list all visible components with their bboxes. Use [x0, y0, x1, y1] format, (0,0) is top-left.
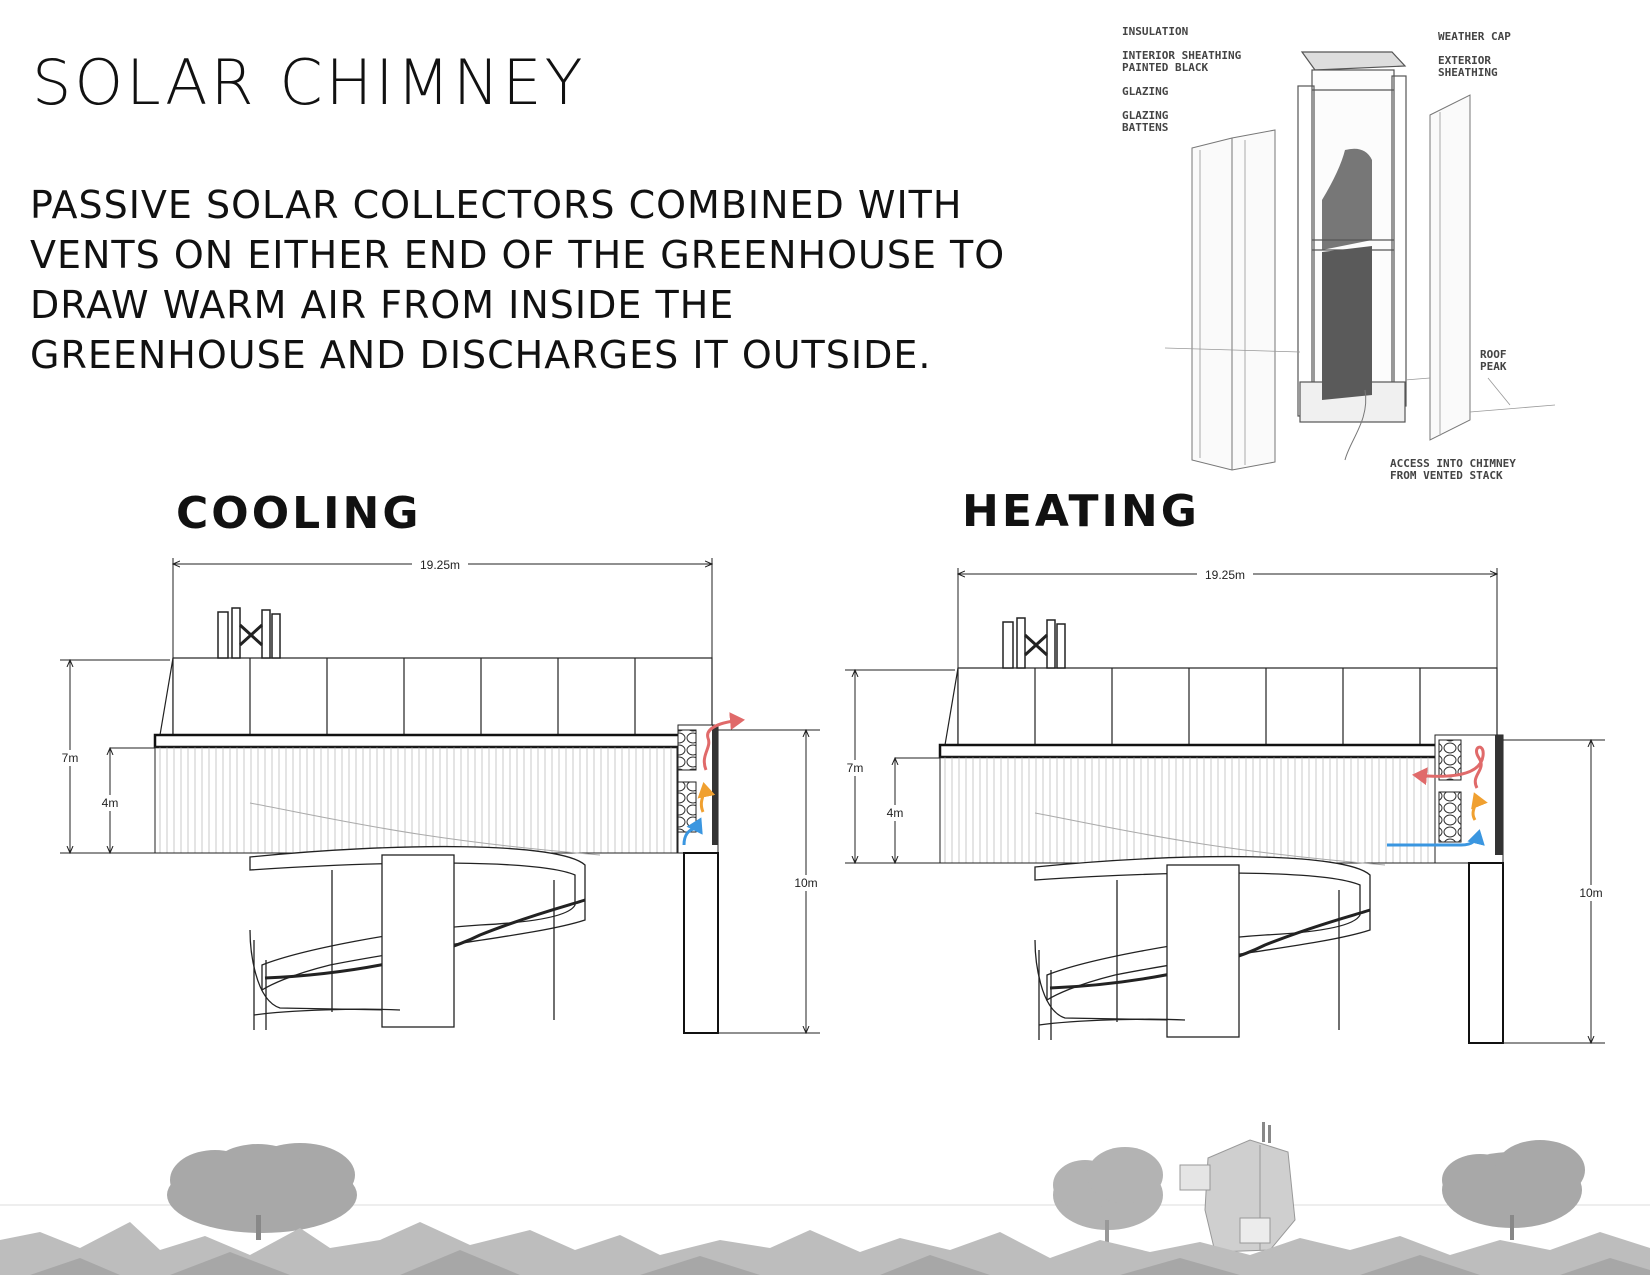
label-glazing-battens-2: BATTENS: [1122, 121, 1168, 134]
cooling-dim-10m: 10m: [794, 876, 817, 890]
tree-right: [1442, 1140, 1585, 1240]
description-text: PASSIVE SOLAR COLLECTORS COMBINED WITH V…: [30, 183, 1006, 377]
heating-spiral-stair: [1034, 855, 1371, 1040]
heating-section: 19.25m: [843, 566, 1607, 1044]
cooling-airflow-arrows: [682, 712, 745, 846]
heating-roof-slab: [938, 743, 1470, 759]
building-silhouette: [1179, 1122, 1296, 1253]
cooling-spiral-stair: [249, 845, 586, 1030]
cooling-wind-turbine: [217, 607, 281, 659]
tree-middle: [1053, 1147, 1163, 1245]
label-painted-black: PAINTED BLACK: [1122, 61, 1208, 74]
label-peak: PEAK: [1480, 360, 1507, 373]
label-insulation: INSULATION: [1122, 25, 1188, 38]
heating-width-dimension: 19.25m: [1205, 568, 1245, 582]
label-exterior: EXTERIOR: [1438, 54, 1491, 67]
heating-chimney: [1434, 734, 1504, 1044]
label-glazing: GLAZING: [1122, 85, 1169, 98]
cooling-dim-7m: 7m: [62, 751, 79, 765]
label-roof: ROOF: [1480, 348, 1507, 361]
ground-mountains: [0, 1222, 1650, 1275]
label-sheathing: SHEATHING: [1438, 66, 1498, 79]
label-access-1: ACCESS INTO CHIMNEY: [1390, 457, 1516, 470]
chimney-detail-sketch: INSULATION INTERIOR SHEATHING PAINTED BL…: [1122, 25, 1556, 482]
label-glazing-battens-1: GLAZING: [1122, 109, 1169, 122]
heating-greenhouse-wall: [939, 756, 1463, 864]
tree-left: [167, 1143, 357, 1240]
cooling-greenhouse-wall: [154, 746, 678, 854]
cooling-section: 19.25m: [58, 556, 822, 1034]
label-weather-cap: WEATHER CAP: [1438, 30, 1511, 43]
cooling-chimney: [677, 724, 719, 1034]
page-title: SOLAR CHIMNEY: [32, 46, 586, 119]
cooling-solar-panels: [159, 657, 713, 736]
label-interior-sheathing: INTERIOR SHEATHING: [1122, 49, 1242, 62]
cooling-roof-slab: [153, 733, 685, 749]
cooling-title: COOLING: [176, 488, 422, 539]
label-access-2: FROM VENTED STACK: [1390, 469, 1503, 482]
heating-title: HEATING: [962, 486, 1200, 537]
heating-dim-10m: 10m: [1579, 886, 1602, 900]
heating-solar-panels: [944, 667, 1498, 746]
landscape-strip: [0, 1122, 1650, 1275]
cooling-width-dimension: 19.25m: [420, 558, 460, 572]
heating-wind-turbine: [1002, 617, 1066, 669]
heating-dim-7m: 7m: [847, 761, 864, 775]
heating-airflow-arrows: [1387, 745, 1488, 847]
heating-dim-4m: 4m: [887, 806, 904, 820]
cooling-dim-4m: 4m: [102, 796, 119, 810]
